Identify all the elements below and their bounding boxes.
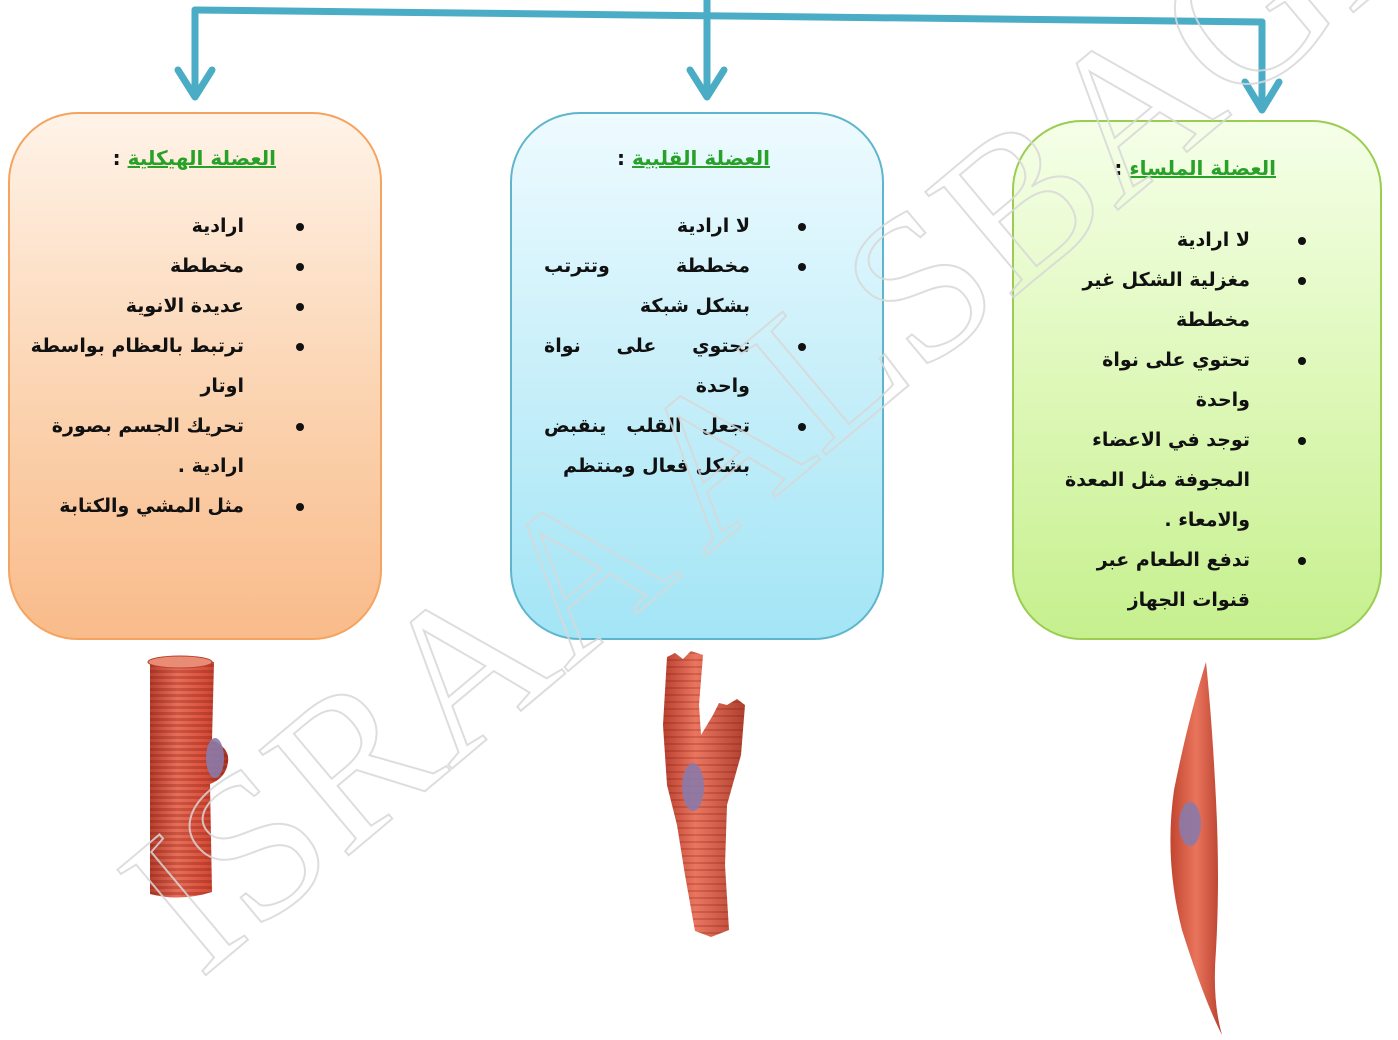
list-item: تحتوي على نواة واحدة [544,326,824,406]
cardiac-muscle-box: العضلة القلبية : لا ارادية مخططة وتترتب … [510,112,884,640]
bullet-icon [798,263,806,271]
bullet-icon [798,423,806,431]
bullet-icon [296,503,304,511]
connector-arrows [0,0,1398,120]
bullet-icon [798,223,806,231]
skeletal-muscle-title: العضلة الهيكلية : [113,146,276,170]
bullet-icon [296,343,304,351]
nucleus-icon [206,738,224,778]
list-item: لا ارادية [1054,220,1324,260]
smooth-muscle-list: لا ارادية مغزلية الشكل غير مخططة تحتوي ع… [1054,220,1324,620]
skeletal-muscle-box: العضلة الهيكلية : ارادية مخططة عديدة الا… [8,112,382,640]
list-item: تحريك الجسم بصورة ارادية . [22,406,322,486]
bullet-icon [296,423,304,431]
smooth-muscle-box: العضلة الملساء : لا ارادية مغزلية الشكل … [1012,120,1382,640]
list-item: تدفع الطعام عبر قنوات الجهاز [1054,540,1324,620]
bullet-icon [1298,557,1306,565]
bullet-icon [1298,357,1306,365]
bullet-icon [296,263,304,271]
bullet-icon [798,343,806,351]
list-item: مثل المشي والكتابة [22,486,322,526]
skeletal-muscle-fiber-icon [140,652,240,902]
list-item: توجد في الاعضاء المجوفة مثل المعدة والام… [1054,420,1324,540]
cardiac-muscle-cell-icon [655,645,755,945]
list-item: عديدة الانوية [22,286,322,326]
smooth-muscle-cell-icon [1160,660,1240,1040]
list-item: ترتبط بالعظام بواسطة اوتار [22,326,322,406]
skeletal-muscle-list: ارادية مخططة عديدة الانوية ترتبط بالعظام… [22,206,322,526]
bullet-icon [1298,237,1306,245]
nucleus-icon [1179,802,1201,846]
list-item: مخططة [22,246,322,286]
list-item: مغزلية الشكل غير مخططة [1054,260,1324,340]
list-item: تجعل القلب ينقبض بشكل فعال ومنتظم [544,406,824,486]
bullet-icon [1298,437,1306,445]
branch-line [195,10,1262,22]
list-item: ارادية [22,206,322,246]
bullet-icon [1298,277,1306,285]
nucleus-icon [682,763,704,811]
list-item: لا ارادية [544,206,824,246]
cardiac-muscle-list: لا ارادية مخططة وتترتب بشكل شبكة تحتوي ع… [544,206,824,486]
bullet-icon [296,223,304,231]
bullet-icon [296,303,304,311]
cardiac-muscle-title: العضلة القلبية : [617,146,770,170]
list-item: مخططة وتترتب بشكل شبكة [544,246,824,326]
smooth-muscle-title: العضلة الملساء : [1114,156,1276,180]
list-item: تحتوي على نواة واحدة [1054,340,1324,420]
